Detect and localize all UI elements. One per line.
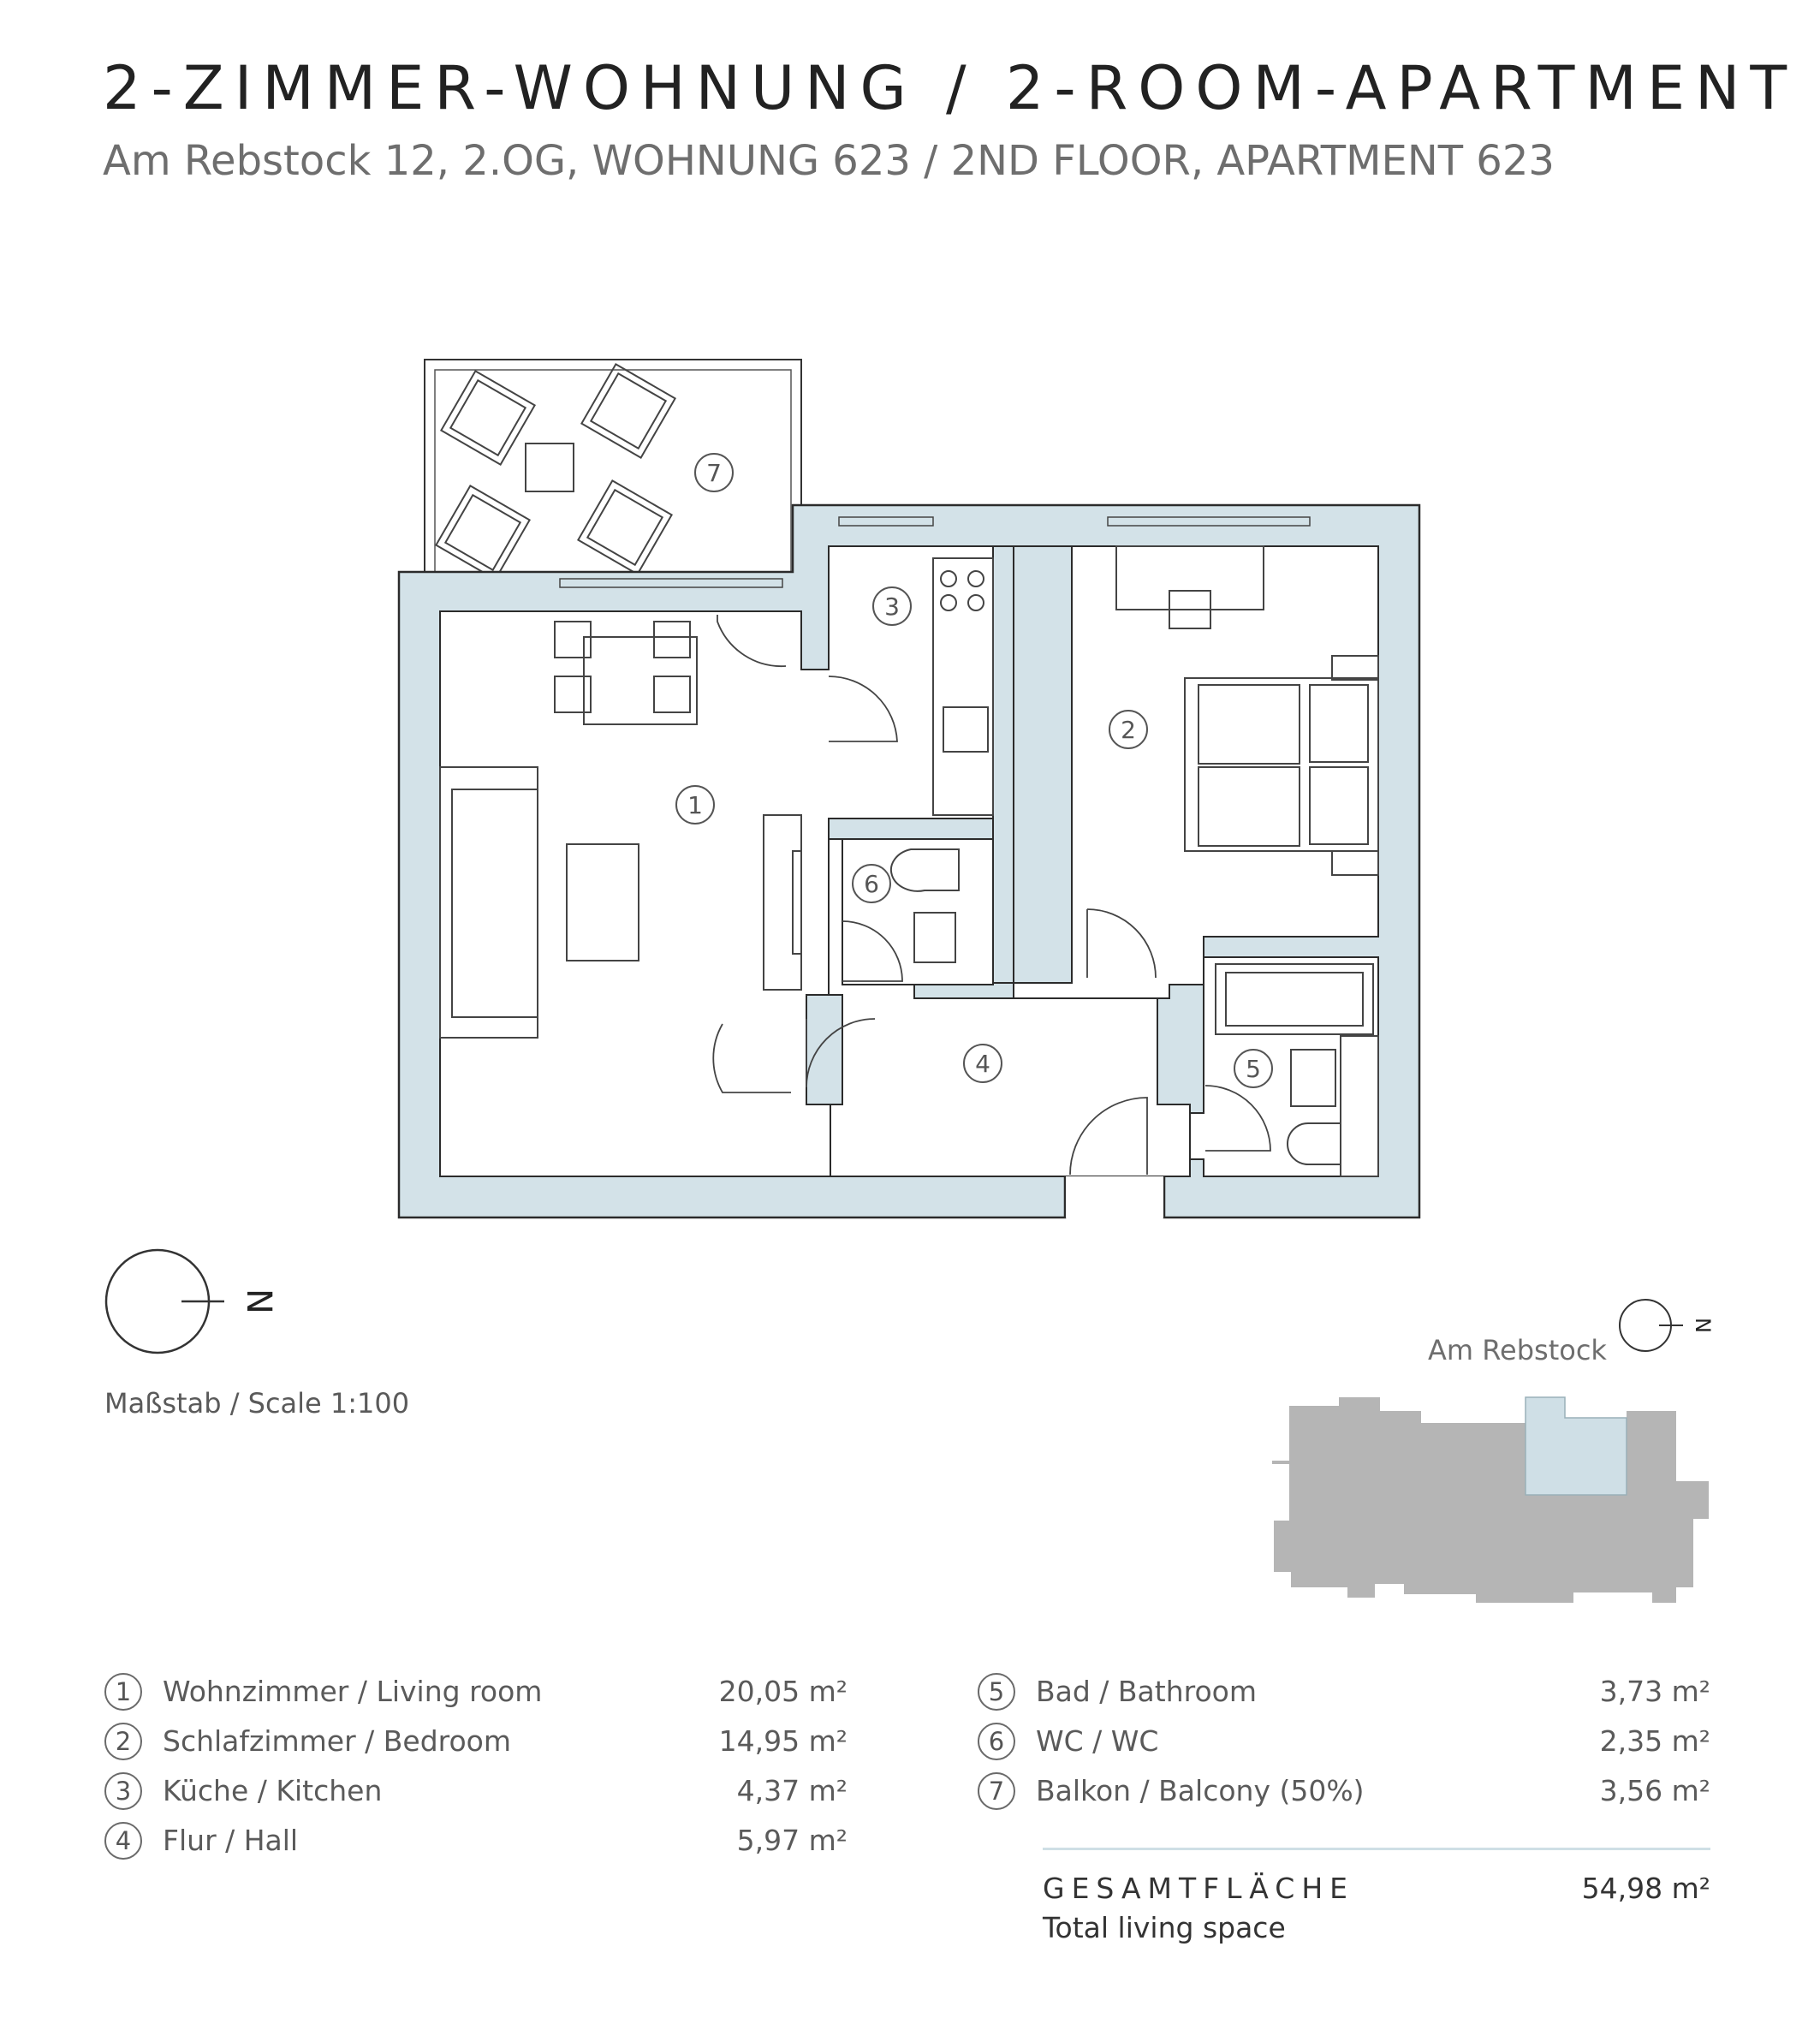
legend-label: Bad / Bathroom — [1036, 1675, 1257, 1708]
room-marker-4: 4 — [963, 1044, 1002, 1083]
total-label-en: Total living space — [1043, 1911, 1286, 1944]
site-apartment-highlight — [1525, 1396, 1627, 1496]
legend-label: Balkon / Balcony (50%) — [1036, 1774, 1365, 1807]
legend-row-1: 1 Wohnzimmer / Living room 20,05 m² — [104, 1673, 848, 1716]
page-subtitle: Am Rebstock 12, 2.OG, WOHNUNG 623 / 2ND … — [103, 137, 1555, 185]
legend-label: Flur / Hall — [163, 1824, 299, 1857]
svg-text:4: 4 — [975, 1050, 990, 1078]
legend-num: 3 — [104, 1772, 142, 1810]
legend-area: 2,35 m² — [1599, 1724, 1710, 1758]
legend-row-3: 3 Küche / Kitchen 4,37 m² — [104, 1772, 848, 1815]
windows — [559, 516, 1311, 588]
legend-label: Küche / Kitchen — [163, 1774, 383, 1807]
legend-num: 7 — [978, 1772, 1015, 1810]
page-title: 2-ZIMMER-WOHNUNG / 2-ROOM-APARTMENT — [103, 53, 1798, 123]
total-divider — [1043, 1848, 1710, 1850]
legend-row-2: 2 Schlafzimmer / Bedroom 14,95 m² — [104, 1723, 848, 1765]
total-area: 54,98 m² — [1581, 1872, 1710, 1905]
svg-text:3: 3 — [884, 592, 900, 621]
doors — [712, 615, 1271, 1176]
room-marker-6: 6 — [852, 864, 891, 903]
room-marker-2: 2 — [1109, 710, 1148, 749]
legend-num: 4 — [104, 1822, 142, 1860]
legend-area: 3,56 m² — [1599, 1774, 1710, 1807]
total-label-de: GESAMTFLÄCHE — [1043, 1872, 1355, 1905]
legend-area: 14,95 m² — [718, 1724, 848, 1758]
legend-area: 3,73 m² — [1599, 1675, 1710, 1708]
balcony-furniture — [434, 362, 677, 581]
north-label: N — [239, 1289, 278, 1314]
legend-area: 20,05 m² — [718, 1675, 848, 1708]
legend-row-4: 4 Flur / Hall 5,97 m² — [104, 1822, 848, 1865]
site-street-label: Am Rebstock — [1428, 1334, 1607, 1366]
room-marker-5: 5 — [1234, 1049, 1273, 1088]
legend-label: Wohnzimmer / Living room — [163, 1675, 543, 1708]
legend-label: WC / WC — [1036, 1724, 1159, 1758]
site-north-label: N — [1691, 1318, 1715, 1333]
svg-text:2: 2 — [1121, 716, 1136, 744]
balcony — [424, 359, 802, 581]
legend-row-7: 7 Balkon / Balcony (50%) 3,56 m² — [978, 1772, 1710, 1815]
svg-text:1: 1 — [687, 791, 703, 819]
legend-row-6: 6 WC / WC 2,35 m² — [978, 1723, 1710, 1765]
svg-text:7: 7 — [706, 459, 722, 487]
room-markers: 1 2 3 4 5 6 7 — [675, 453, 1273, 1088]
svg-text:5: 5 — [1246, 1055, 1261, 1083]
legend-label: Schlafzimmer / Bedroom — [163, 1724, 512, 1758]
legend-num: 2 — [104, 1723, 142, 1760]
legend-num: 6 — [978, 1723, 1015, 1760]
legend-area: 5,97 m² — [736, 1824, 848, 1857]
room-marker-1: 1 — [675, 785, 715, 824]
scale-label: Maßstab / Scale 1:100 — [104, 1387, 410, 1420]
north-arrow: N — [104, 1248, 278, 1354]
furniture — [439, 545, 1379, 1177]
legend-area: 4,37 m² — [736, 1774, 848, 1807]
room-marker-3: 3 — [872, 586, 912, 626]
svg-text:6: 6 — [864, 870, 879, 898]
legend-num: 5 — [978, 1673, 1015, 1711]
site-building — [1272, 1397, 1709, 1603]
room-marker-7: 7 — [694, 453, 734, 492]
legend-row-5: 5 Bad / Bathroom 3,73 m² — [978, 1673, 1710, 1716]
site-plan: N — [1272, 1299, 1715, 1603]
legend-num: 1 — [104, 1673, 142, 1711]
